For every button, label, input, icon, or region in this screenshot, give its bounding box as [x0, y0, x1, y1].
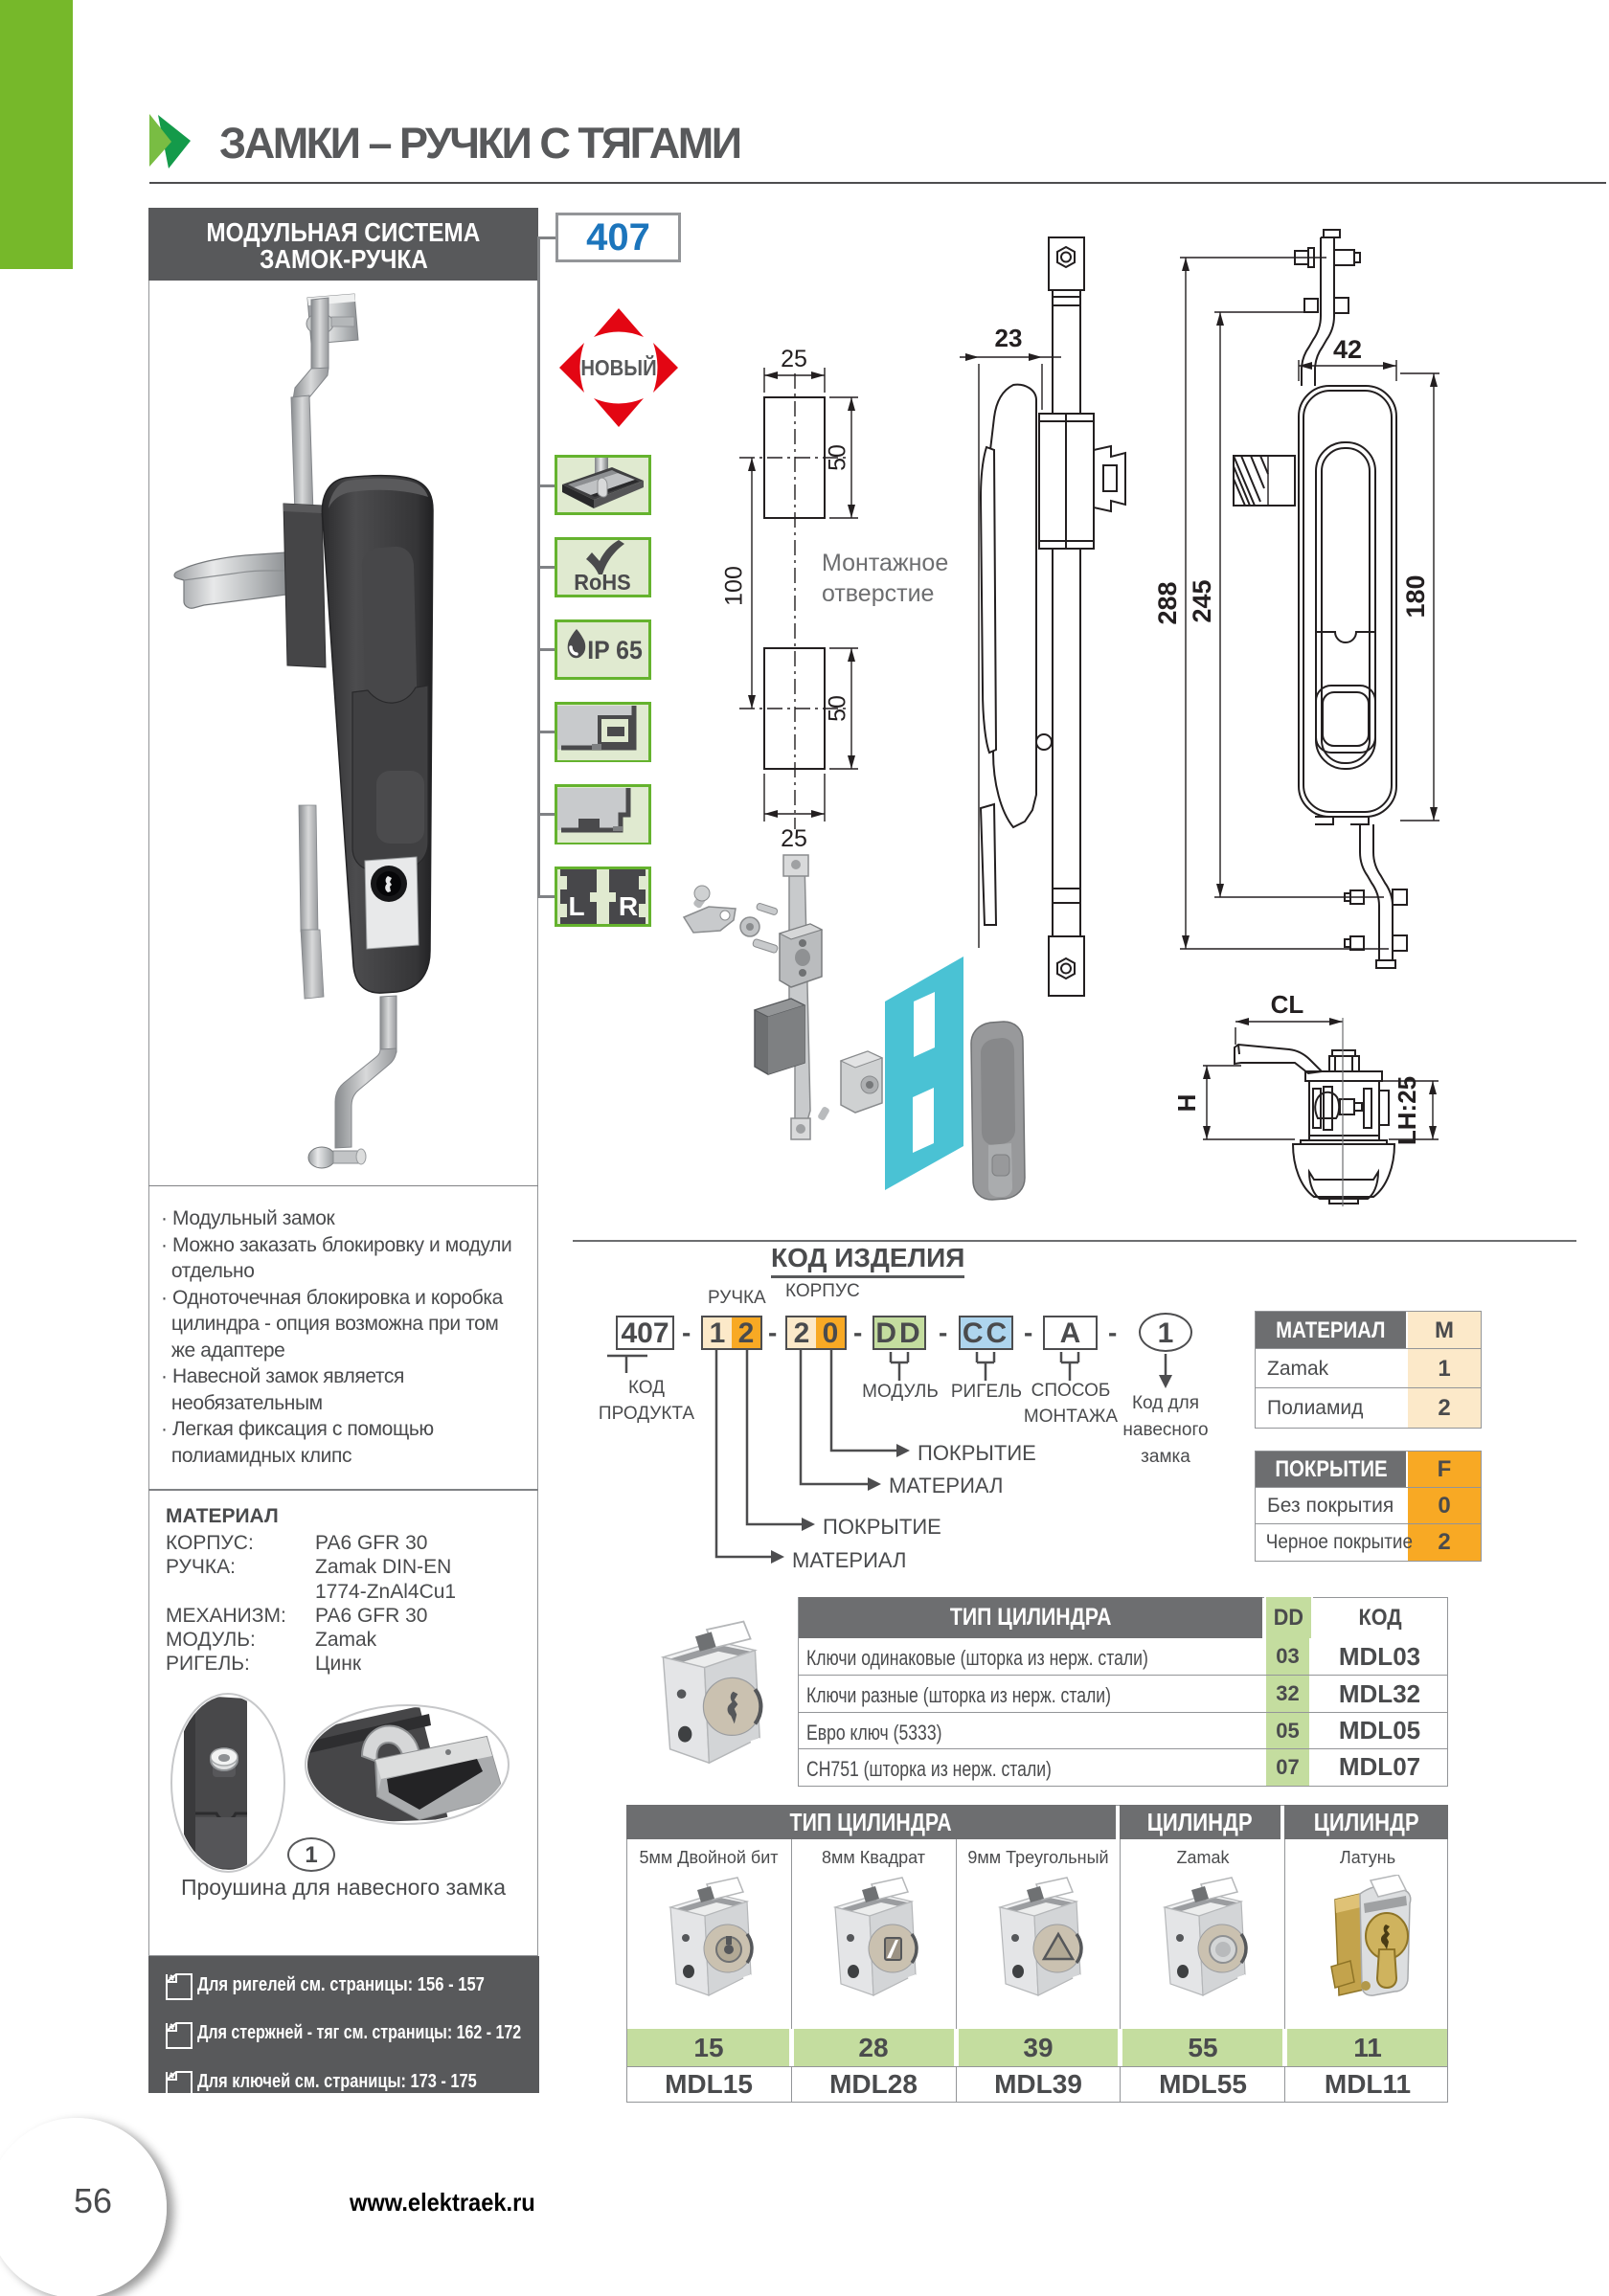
svg-text:H: H [1172, 1094, 1201, 1113]
svg-text:IP 65: IP 65 [587, 637, 643, 664]
svg-text:LH:25: LH:25 [1393, 1076, 1421, 1145]
svg-text:180: 180 [1401, 574, 1430, 618]
svg-text:50: 50 [825, 444, 851, 471]
svg-text:245: 245 [1188, 579, 1216, 622]
svg-text:L: L [568, 891, 584, 921]
svg-text:100: 100 [721, 566, 748, 606]
svg-text:R: R [619, 891, 638, 921]
svg-text:RoHS: RoHS [574, 570, 630, 595]
svg-text:CL: CL [1271, 990, 1304, 1019]
svg-text:42: 42 [1333, 335, 1362, 364]
svg-text:23: 23 [995, 324, 1023, 352]
svg-text:288: 288 [1153, 581, 1182, 624]
svg-text:НОВЫЙ: НОВЫЙ [580, 355, 656, 381]
svg-text:50: 50 [825, 695, 851, 722]
svg-text:25: 25 [781, 346, 807, 372]
svg-text:Монтажное: Монтажное [822, 550, 948, 576]
svg-text:отверстие: отверстие [822, 580, 934, 607]
svg-text:25: 25 [781, 825, 807, 852]
